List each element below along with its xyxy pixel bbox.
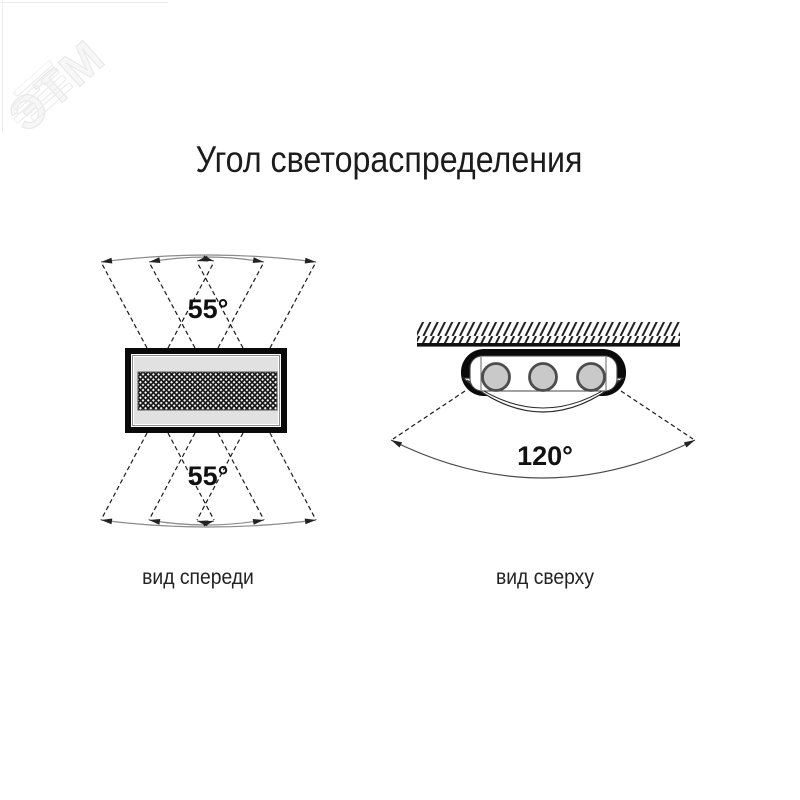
luminaire-top-body (461, 349, 626, 413)
angle-arcs-bottom (100, 518, 317, 528)
top-view-diagram: 120° (390, 322, 696, 479)
diffuser-window (137, 371, 278, 411)
page-title: Угол светораспределения (195, 139, 583, 180)
luminaire-front-body (125, 348, 287, 433)
glass-front-inner (466, 379, 620, 409)
wall-hatching (417, 322, 680, 347)
front-view-diagram: 55° 55° (100, 254, 317, 528)
caption-front-view: вид спереди (142, 566, 254, 589)
angle-arc-topview (390, 439, 696, 479)
beam-lines-bottom (100, 432, 317, 521)
beam-lines-top (100, 261, 317, 349)
angle-label-topview: 120° (517, 441, 573, 471)
angle-label-front-top: 55° (188, 294, 229, 324)
angle-arcs-top (100, 254, 317, 264)
angle-label-front-bottom: 55° (188, 461, 229, 491)
page-edge-line-top (0, 2, 168, 3)
page-edge-line-left (2, 0, 3, 133)
caption-top-view: вид сверху (495, 566, 595, 589)
led-lenses (481, 362, 606, 392)
